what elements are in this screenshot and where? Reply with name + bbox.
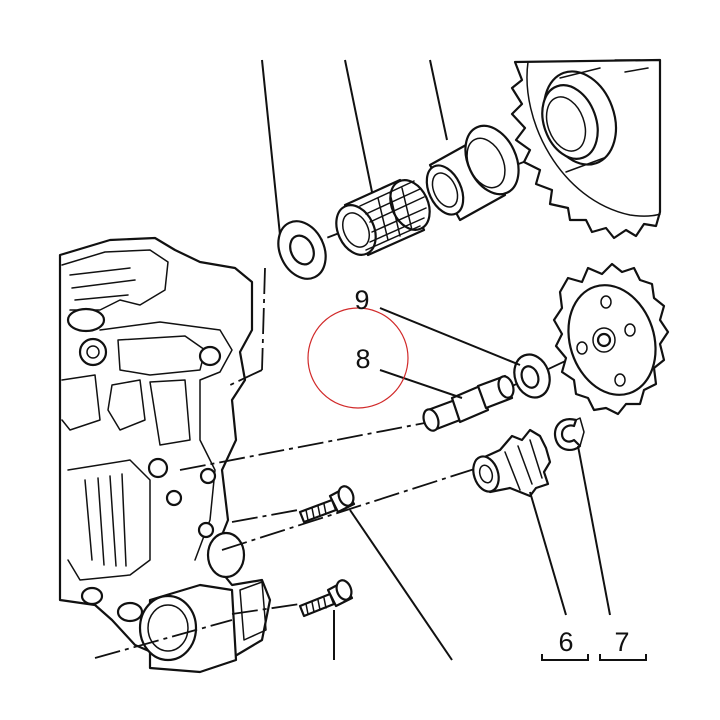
gear-wheel-right: [552, 262, 670, 416]
callout-leaders: [333, 307, 647, 661]
callout-8: 8: [355, 344, 370, 374]
needle-roller-bearing: [335, 178, 431, 257]
engine-casing: [58, 236, 272, 674]
pinion-gear-part-6: [472, 428, 552, 498]
stepped-shaft-part-8: [422, 374, 515, 432]
thrust-washer-top: [277, 220, 327, 280]
washer-part-9: [513, 353, 551, 399]
bolt-lower: [298, 579, 354, 618]
flanged-bushing: [425, 124, 520, 222]
callout-6: 6: [558, 627, 573, 657]
highlight-circle: [307, 307, 409, 409]
large-gear-top: [510, 58, 662, 240]
circlip-part-7: [553, 417, 585, 452]
bolt-upper: [298, 485, 356, 524]
top-leaders: [261, 59, 448, 236]
callout-9: 9: [354, 285, 369, 315]
callout-7: 7: [614, 627, 629, 657]
